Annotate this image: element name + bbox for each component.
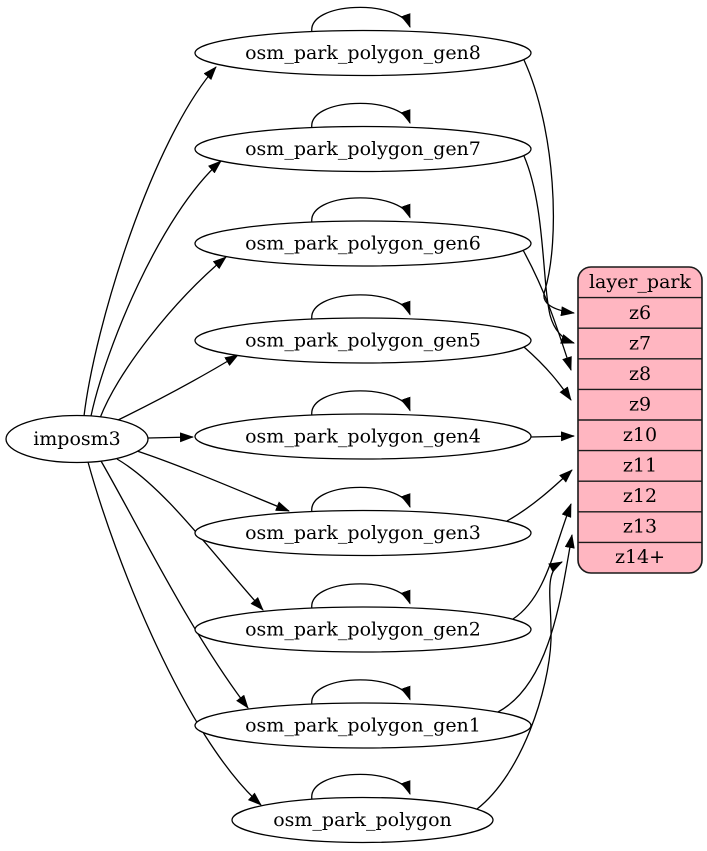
gen8-ellipse	[194, 29, 532, 77]
edge-gen2-to-z12	[512, 503, 572, 620]
row-z12: z12	[623, 485, 657, 507]
edge-imposm3-to-gen2	[116, 458, 264, 611]
gen2-label: osm_park_polygon_gen2	[245, 619, 481, 641]
edge-gen4-to-z10	[530, 431, 575, 442]
edges-from-imposm3	[83, 66, 290, 806]
edge-gen3-to-z11	[506, 469, 573, 522]
gen8-label: osm_park_polygon_gen8	[245, 42, 481, 64]
node-osm_park_polygon_gen4: osm_park_polygon_gen4	[194, 413, 532, 460]
edge-gen8-to-z6	[523, 59, 575, 317]
node-osm_park_polygon_gen8: osm_park_polygon_gen8	[194, 29, 532, 77]
self-loop-gen2	[311, 583, 411, 610]
edge-imposm3-to-gen4	[147, 432, 194, 443]
edge-gen5-to-z9	[523, 346, 572, 401]
row-z7: z7	[629, 333, 651, 355]
edges-to-layer-park	[476, 59, 575, 810]
imposm3-ellipse	[5, 414, 149, 464]
row-z10: z10	[623, 424, 657, 446]
edge-imposm3-to-polygon	[87, 461, 262, 806]
self-loop-gen5	[311, 294, 411, 321]
gen2-ellipse	[194, 606, 532, 653]
edge-imposm3-to-gen5	[115, 354, 239, 422]
gen1-label: osm_park_polygon_gen1	[245, 715, 481, 737]
polygon-ellipse	[231, 796, 494, 844]
gen5-label: osm_park_polygon_gen5	[245, 330, 481, 352]
gen7-ellipse	[194, 125, 532, 173]
self-loop-gen4	[311, 390, 411, 417]
gen3-ellipse	[194, 509, 532, 557]
table-nodes: osm_park_polygon_gen8 osm_park_polygon_g…	[194, 29, 532, 844]
self-loops	[311, 6, 411, 801]
gen6-label: osm_park_polygon_gen6	[245, 233, 481, 255]
row-z6: z6	[629, 302, 651, 324]
gen4-label: osm_park_polygon_gen4	[245, 426, 481, 448]
self-loop-gen6	[311, 197, 411, 224]
node-osm_park_polygon: osm_park_polygon	[231, 796, 494, 844]
gen5-ellipse	[194, 317, 532, 364]
node-osm_park_polygon_gen3: osm_park_polygon_gen3	[194, 509, 532, 557]
edge-imposm3-to-gen3	[136, 450, 290, 512]
edge-imposm3-to-gen1	[100, 460, 249, 709]
edge-imposm3-to-gen6	[99, 256, 227, 419]
self-loop-gen3	[311, 486, 411, 514]
node-layer-park-record: layer_park z6 z7 z8 z9 z10 z11 z12 z13 z…	[577, 266, 703, 574]
node-osm_park_polygon_gen5: osm_park_polygon_gen5	[194, 317, 532, 364]
node-osm_park_polygon_gen2: osm_park_polygon_gen2	[194, 606, 532, 653]
edge-gen6-to-z8	[522, 249, 572, 371]
row-z11: z11	[623, 455, 657, 477]
self-loop-gen7	[311, 102, 411, 130]
gen7-label: osm_park_polygon_gen7	[245, 138, 481, 160]
edge-imposm3-to-gen8	[83, 66, 217, 417]
edge-gen1-to-z13	[497, 534, 575, 713]
row-z13: z13	[623, 516, 657, 538]
gen3-label: osm_park_polygon_gen3	[245, 522, 481, 544]
layer-park-header: layer_park	[589, 271, 692, 293]
gen6-ellipse	[194, 220, 532, 267]
gen4-ellipse	[194, 413, 532, 460]
node-osm_park_polygon_gen1: osm_park_polygon_gen1	[194, 702, 532, 749]
imposm3-label: imposm3	[33, 428, 121, 450]
row-z14: z14+	[615, 546, 665, 568]
node-osm_park_polygon_gen7: osm_park_polygon_gen7	[194, 125, 532, 173]
node-osm_park_polygon_gen6: osm_park_polygon_gen6	[194, 220, 532, 267]
edge-polygon-to-z14	[476, 561, 563, 810]
row-z8: z8	[629, 363, 651, 385]
self-loop-gen8	[311, 6, 411, 34]
edge-gen7-to-z7	[523, 155, 575, 344]
row-z9: z9	[629, 394, 651, 416]
self-loop-polygon	[311, 773, 411, 801]
self-loop-gen1	[311, 679, 411, 706]
polygon-label: osm_park_polygon	[273, 809, 452, 831]
edge-imposm3-to-gen7	[90, 160, 222, 417]
gen1-ellipse	[194, 702, 532, 749]
node-imposm3: imposm3	[5, 414, 149, 464]
